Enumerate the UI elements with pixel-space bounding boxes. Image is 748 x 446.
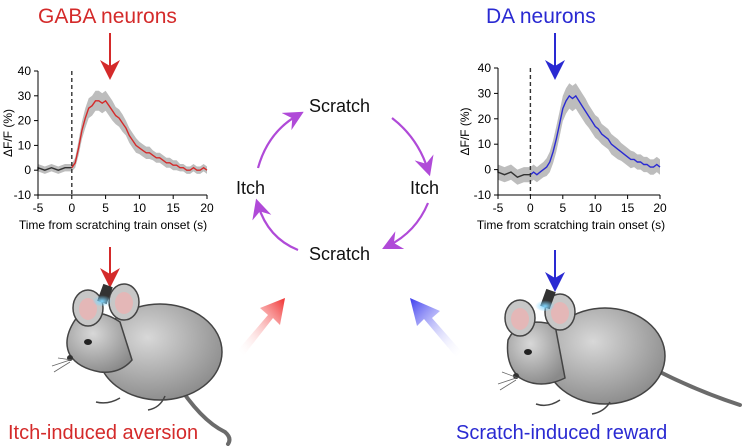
gaba-x-tick-label: 20	[200, 201, 214, 215]
da-y-axis-label: ΔF/F (%)	[458, 107, 472, 155]
da-x-tick-label: 5	[559, 201, 566, 215]
gaba-x-tick-label: 10	[133, 201, 147, 215]
gaba-x-axis-label: Time from scratching train onset (s)	[19, 218, 207, 232]
red-big-arrow	[238, 298, 285, 355]
da-x-axis-label: Time from scratching train onset (s)	[477, 218, 665, 232]
da-response-line	[529, 94, 661, 176]
cycle-arrow-bottom-right	[382, 202, 430, 249]
da-x-tick-label: -5	[493, 201, 504, 215]
da-x-tick-label: 0	[527, 201, 534, 215]
scratch-reward-label: Scratch-induced reward	[456, 422, 668, 444]
da-y-tick-label: -10	[474, 188, 492, 202]
gaba-error-band	[38, 90, 207, 174]
cycle-arrow-top-right	[391, 117, 434, 177]
right-mouse-illustration	[497, 288, 742, 415]
gaba-x-tick-label: -5	[33, 201, 44, 215]
da-y-tick-label: 0	[484, 163, 491, 177]
gaba-response-line	[71, 99, 208, 171]
left-mouse-illustration	[51, 283, 232, 446]
gaba-y-tick-label: -10	[14, 188, 32, 202]
cycle-label-scratch-top: Scratch	[309, 96, 371, 116]
da-y-tick-label: 10	[478, 137, 492, 151]
da-x-tick-label: 20	[653, 201, 667, 215]
gaba-y-axis-label: ΔF/F (%)	[1, 109, 15, 157]
da-error-band	[498, 83, 660, 185]
itch-scratch-cycle	[252, 111, 434, 252]
cycle-arrow-top-left	[256, 111, 304, 169]
gaba-x-tick-label: 5	[102, 201, 109, 215]
gaba-x-tick-label: 15	[167, 201, 181, 215]
gaba-neurons-title: GABA neurons	[38, 5, 177, 28]
blue-big-arrow	[410, 298, 462, 357]
gaba-y-tick-label: 0	[24, 163, 31, 177]
itch-aversion-label: Itch-induced aversion	[8, 422, 199, 444]
cycle-label-scratch-bottom: Scratch	[309, 244, 371, 264]
cycle-label-itch-right: Itch	[410, 178, 440, 198]
da-x-tick-label: 15	[621, 201, 635, 215]
da-y-tick-label: 20	[478, 112, 492, 126]
da-x-tick-label: 10	[589, 201, 603, 215]
gaba-y-tick-label: 40	[18, 64, 32, 78]
da-y-tick-label: 40	[478, 62, 492, 75]
cycle-arrow-bottom-left	[252, 198, 299, 252]
gaba-y-tick-label: 30	[18, 89, 32, 103]
gaba-y-tick-label: 20	[18, 114, 32, 128]
da-y-tick-label: 30	[478, 86, 492, 100]
gaba-y-tick-label: 10	[18, 138, 32, 152]
gaba-x-tick-label: 0	[68, 201, 75, 215]
da-neurons-title: DA neurons	[486, 5, 596, 28]
cycle-label-itch-left: Itch	[236, 178, 266, 198]
